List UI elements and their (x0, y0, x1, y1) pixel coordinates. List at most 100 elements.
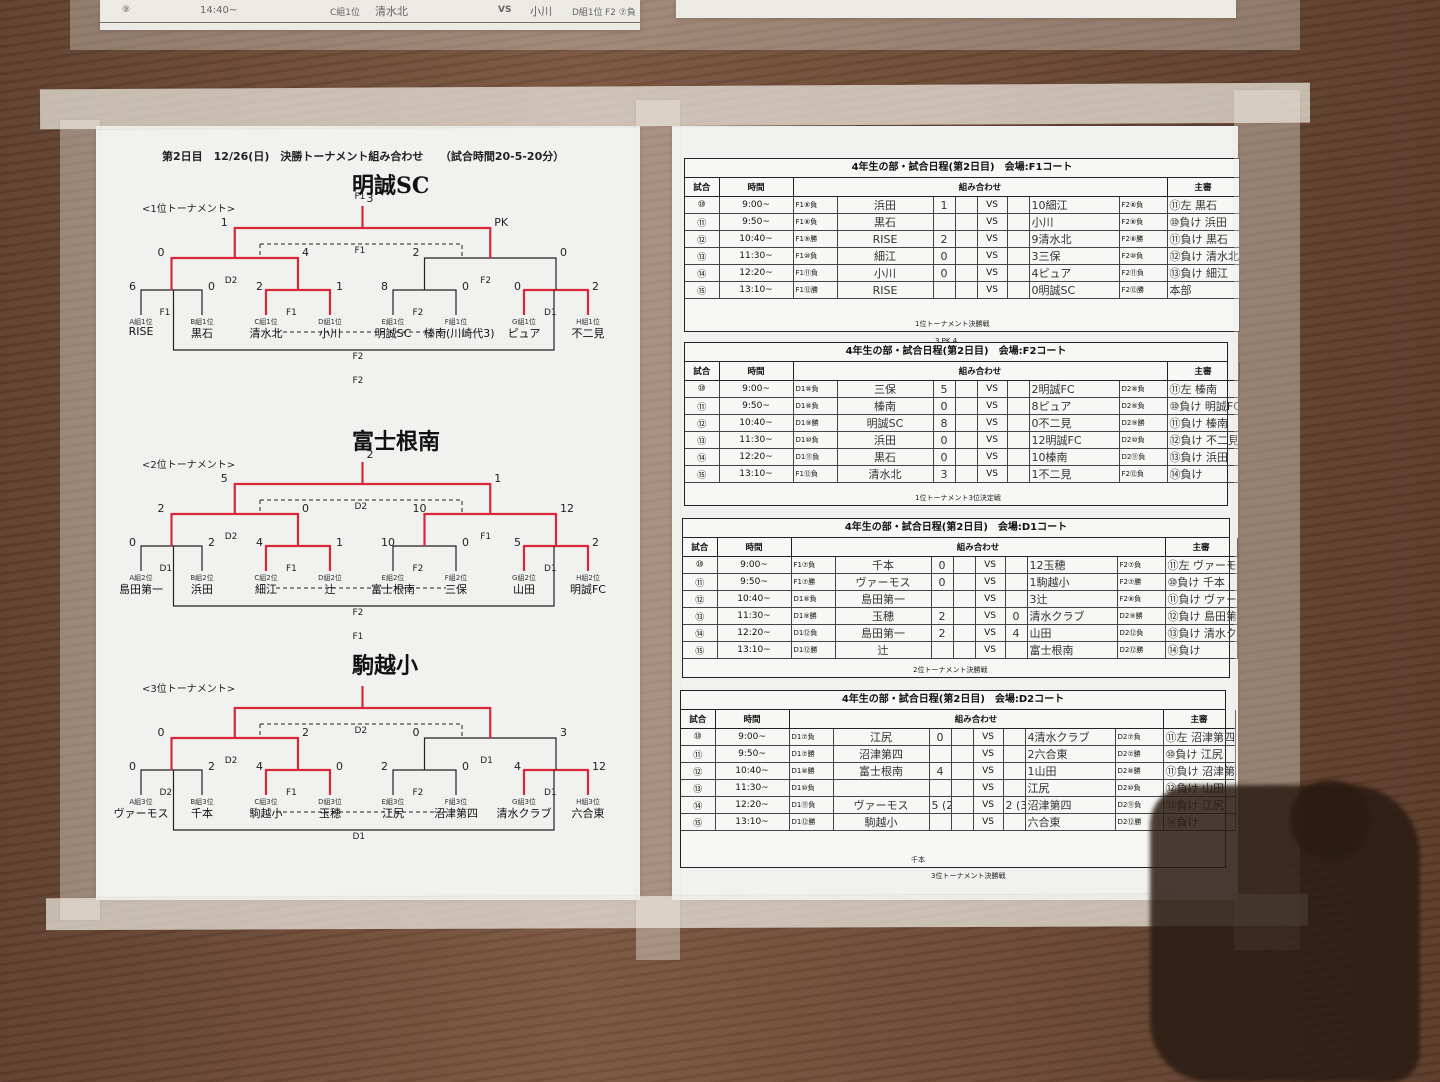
table-cell: ヴァーモス (835, 573, 932, 591)
table-cell: 13:10~ (717, 641, 792, 659)
schedule-header: 組み合わせ (793, 178, 1168, 197)
table-cell: 10:40~ (719, 414, 794, 432)
schedule-header: 主審 (1163, 710, 1236, 729)
table-cell: F1⑦勝 (791, 573, 836, 591)
table-cell (929, 813, 952, 831)
court-label: D1 (544, 308, 557, 318)
table-cell: D2⑨勝 (1119, 414, 1168, 432)
table-cell: F2⑪負 (1119, 264, 1168, 282)
table-cell: 沼津第四 (1025, 796, 1116, 814)
table-cell: ⑭ (683, 624, 718, 642)
schedule-header-row: 試合時間組み合わせ主審 (685, 178, 1240, 197)
table-cell: VS (977, 281, 1008, 299)
table-cell (929, 745, 952, 763)
bracket-score: 2 (366, 448, 374, 461)
table-cell: VS (977, 196, 1008, 214)
table-cell: VS (977, 230, 1008, 248)
bracket-score: 1 (220, 216, 228, 229)
table-cell: D2⑪負 (1119, 448, 1168, 466)
court-label: F2 (412, 564, 424, 574)
table-cell (1007, 414, 1030, 432)
table-cell: 清水クラブ (1027, 607, 1118, 625)
table-cell: 11:30~ (719, 247, 794, 265)
court-label: D2 (354, 726, 368, 736)
schedule-header-row: 試合時間組み合わせ主審 (681, 710, 1236, 729)
court-label: F2 (352, 608, 364, 618)
table-cell: D2⑩負 (1115, 779, 1164, 797)
table-cell (951, 779, 974, 797)
bracket-score: 1 (336, 536, 343, 549)
schedule-header: 試合 (685, 362, 720, 381)
table-cell: ⑭負け (1165, 641, 1238, 659)
bracket-lines (140, 206, 590, 351)
table-cell: 8ピュア (1029, 397, 1120, 415)
tournament-label: <2位トーナメント> (142, 460, 236, 471)
table-cell (953, 641, 976, 659)
tournament-label: <1位トーナメント> (142, 204, 236, 215)
team-name: 玉穂 (319, 807, 341, 820)
table-cell: 10:40~ (717, 590, 792, 608)
schedule-header: 時間 (717, 538, 792, 557)
table-cell: VS (973, 745, 1004, 763)
table-cell: 玉穂 (835, 607, 932, 625)
table-cell: 9:00~ (719, 196, 794, 214)
team-name: 六合東 (571, 807, 605, 820)
table-cell (951, 762, 974, 780)
table-cell: 江尻 (1025, 779, 1116, 797)
bracket-score: 0 (514, 280, 521, 293)
table-cell: ⑫ (685, 230, 720, 248)
court-label: F1 (286, 308, 297, 318)
bracket-score: 10 (412, 502, 427, 515)
table-cell: ⑩ (681, 728, 716, 746)
bracket-score: 2 (208, 760, 215, 773)
court-label: F1 (480, 532, 492, 542)
table-cell: 3三保 (1029, 247, 1120, 265)
bracket-score: 2 (412, 246, 420, 259)
bracket-score: 4 (514, 760, 521, 773)
team-name: 小川 (319, 327, 341, 340)
schedule-header: 主審 (1165, 538, 1238, 557)
bracket-score: 2 (302, 726, 309, 739)
table-cell: ⑩負け 江尻 (1163, 745, 1236, 763)
table-cell: 10:40~ (719, 230, 794, 248)
table-cell: F2⑧負 (1119, 213, 1168, 231)
court-label: F1 (286, 788, 297, 798)
tape-left (60, 120, 100, 920)
table-cell: 12明誠FC (1029, 431, 1120, 449)
schedule-note: 1位トーナメント3位決定戦 (915, 494, 1001, 502)
court-label: D1 (544, 788, 557, 798)
table-cell: ⑪左 沼津第四 (1163, 728, 1236, 746)
table-cell: 4 (929, 762, 952, 780)
table-cell: D1⑫勝 (791, 641, 836, 659)
top-row-right-group: D組1位 (572, 8, 603, 18)
team-name: 千本 (191, 807, 213, 820)
table-cell: F2⑫勝 (1119, 281, 1168, 299)
team-seed: E組3位 (381, 798, 405, 806)
table-cell (953, 607, 976, 625)
table-cell: 2 (933, 230, 956, 248)
team-name: 清水クラブ (496, 807, 552, 820)
schedule-header: 時間 (719, 362, 794, 381)
table-cell: D2⑨勝 (1117, 607, 1166, 625)
table-cell: 辻 (835, 641, 932, 659)
table-cell: ⑫負け 島田第一 (1165, 607, 1238, 625)
table-cell: ⑩負け 千本 (1165, 573, 1238, 591)
table-cell: ⑬ (681, 779, 716, 797)
table-cell: VS (975, 607, 1006, 625)
table-cell: 黒石 (837, 448, 934, 466)
table-cell: D1⑦負 (789, 728, 834, 746)
schedule-note: 3 PK 4 (935, 337, 958, 345)
table-cell (1007, 448, 1030, 466)
bracket-score: PK (494, 216, 509, 229)
table-cell: 12:20~ (715, 796, 790, 814)
table-cell: 13:10~ (719, 281, 794, 299)
bracket-lines (140, 462, 590, 607)
court-label: F2 (480, 276, 492, 286)
